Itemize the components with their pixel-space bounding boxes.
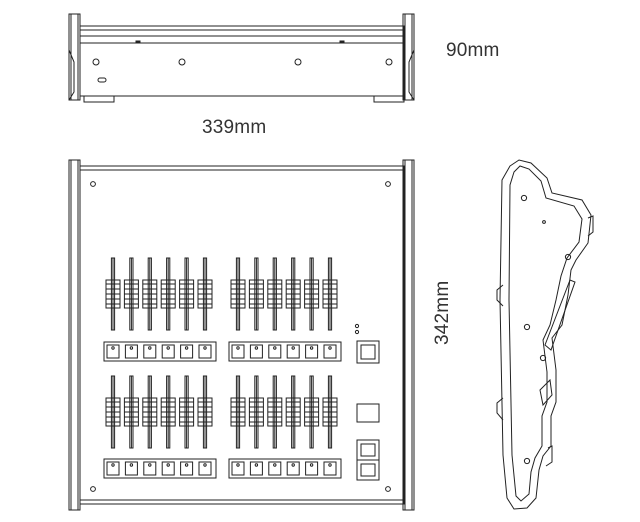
flash-button[interactable] [124, 344, 138, 359]
flash-button[interactable] [106, 461, 120, 476]
front-port [97, 77, 107, 83]
flash-button[interactable] [161, 461, 175, 476]
button-led [236, 346, 240, 350]
side-screw [539, 354, 547, 362]
side-screw [523, 457, 531, 465]
function-button-lower[interactable] [356, 459, 380, 481]
indicator-led [354, 323, 360, 329]
corner-screw [90, 181, 96, 187]
flash-button[interactable] [180, 461, 194, 476]
flash-button[interactable] [323, 344, 337, 359]
button-led [254, 463, 259, 467]
flash-button[interactable] [180, 344, 194, 359]
button-led [309, 346, 314, 350]
front-screw [92, 58, 100, 66]
button-led [236, 463, 240, 467]
side-outline [499, 159, 592, 510]
flash-button[interactable] [143, 344, 157, 359]
front-foot-left [83, 95, 115, 103]
fader-area [103, 257, 342, 479]
button-strip [103, 458, 217, 479]
indicator-led [354, 329, 360, 335]
display-window [356, 403, 380, 423]
flash-button[interactable] [231, 344, 245, 359]
corner-screw [385, 486, 391, 492]
depth-dimension-label: 342mm [432, 280, 453, 345]
flash-button[interactable] [143, 461, 157, 476]
button-led [328, 346, 332, 350]
button-strip [228, 458, 342, 479]
flash-button[interactable] [286, 461, 300, 476]
front-screw [294, 58, 302, 66]
side-knob-upper [496, 284, 504, 307]
button-led [111, 346, 115, 350]
button-led [203, 463, 207, 467]
top-panel [79, 165, 405, 505]
button-led [254, 346, 259, 350]
button-led [166, 346, 170, 350]
button-led [184, 346, 189, 350]
flash-button[interactable] [286, 344, 300, 359]
button-led [129, 463, 134, 467]
side-screw [523, 323, 531, 331]
button-led [166, 463, 170, 467]
side-knob-lower [496, 397, 504, 421]
button-led [328, 463, 332, 467]
master-button[interactable] [356, 340, 380, 364]
flash-button[interactable] [305, 461, 319, 476]
side-inner-outline [508, 165, 583, 502]
flash-button[interactable] [198, 461, 212, 476]
side-view [496, 159, 594, 510]
flash-button[interactable] [268, 344, 282, 359]
flash-button[interactable] [161, 344, 175, 359]
button-led [111, 463, 115, 467]
button-led [129, 346, 134, 350]
flash-button[interactable] [323, 461, 337, 476]
corner-screw [385, 181, 391, 187]
flash-button[interactable] [249, 461, 263, 476]
side-screw [564, 253, 572, 261]
front-foot-right [373, 95, 405, 103]
flash-button[interactable] [231, 461, 245, 476]
flash-button[interactable] [305, 344, 319, 359]
button-led [291, 346, 295, 350]
button-strip [103, 341, 217, 362]
side-hole [542, 220, 546, 224]
flash-button[interactable] [106, 344, 120, 359]
button-strip [228, 341, 342, 362]
flash-button[interactable] [268, 461, 282, 476]
height-dimension-label: 90mm [446, 40, 500, 61]
flash-button[interactable] [249, 344, 263, 359]
function-button-upper[interactable] [356, 439, 380, 461]
flash-button[interactable] [124, 461, 138, 476]
top-view [68, 159, 415, 511]
flash-button[interactable] [198, 344, 212, 359]
button-led [273, 346, 277, 350]
button-led [148, 463, 152, 467]
button-led [184, 463, 189, 467]
front-screw [178, 58, 186, 66]
button-led [309, 463, 314, 467]
width-dimension-label: 339mm [202, 117, 267, 138]
button-led [291, 463, 295, 467]
front-view [68, 13, 415, 103]
corner-screw [90, 486, 96, 492]
front-screw [385, 58, 393, 66]
button-led [203, 346, 207, 350]
button-led [148, 346, 152, 350]
side-screw [520, 194, 528, 202]
button-led [273, 463, 277, 467]
